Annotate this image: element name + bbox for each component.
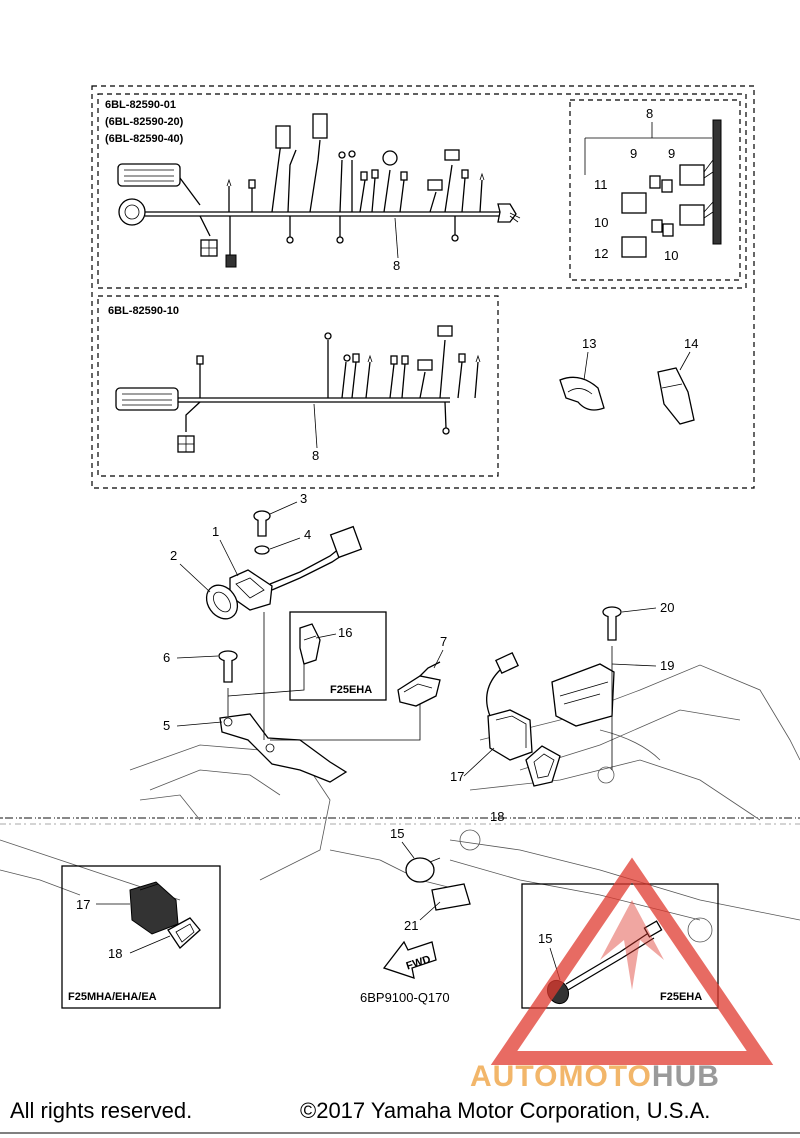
connector-detail: 8 9 9 11 10 12 10 bbox=[584, 106, 722, 263]
washer-4 bbox=[254, 545, 270, 555]
watermark-logo bbox=[490, 857, 774, 1065]
callout-8-c: 8 bbox=[646, 106, 653, 121]
seal-18 bbox=[525, 745, 561, 787]
callout-9-b: 9 bbox=[668, 146, 675, 161]
watermark-part-1: AUTOMOTO bbox=[470, 1060, 652, 1093]
inset-connector-17 bbox=[129, 881, 179, 935]
harness-b-frame bbox=[97, 295, 499, 477]
wire-harness-a bbox=[117, 113, 521, 268]
grommet-2 bbox=[205, 584, 239, 620]
callout-17-a: 17 bbox=[450, 769, 464, 784]
callout-20: 20 bbox=[660, 600, 674, 615]
bracket-19 bbox=[551, 663, 615, 727]
callout-10-a: 10 bbox=[594, 215, 608, 230]
callout-19: 19 bbox=[660, 658, 674, 673]
harness-b-label: 6BL-82590-10 bbox=[108, 305, 179, 317]
callout-15-b: 15 bbox=[538, 931, 552, 946]
clip-16 bbox=[299, 623, 321, 665]
variant-f25eha-clip: F25EHA bbox=[330, 684, 372, 696]
callout-14: 14 bbox=[684, 336, 698, 351]
engine-background-sketch bbox=[0, 664, 800, 943]
callout-18-b: 18 bbox=[108, 946, 122, 961]
plug-15 bbox=[405, 857, 441, 883]
connector-1 bbox=[229, 525, 363, 611]
callout-1: 1 bbox=[212, 524, 219, 539]
f25eha-clip-box bbox=[289, 611, 387, 701]
bolt-20 bbox=[602, 606, 622, 641]
callout-10-b: 10 bbox=[664, 248, 678, 263]
watermark-triangle-icon bbox=[490, 857, 774, 1065]
harness-a-label-3: (6BL-82590-40) bbox=[105, 133, 184, 145]
callout-9-a: 9 bbox=[630, 146, 637, 161]
harness-a-label-2: (6BL-82590-20) bbox=[105, 116, 184, 128]
callout-17-b: 17 bbox=[76, 897, 90, 912]
holder-7 bbox=[397, 661, 441, 707]
harness-a-label-1: 6BL-82590-01 bbox=[105, 99, 176, 111]
copyright-text: ©2017 Yamaha Motor Corporation, U.S.A. bbox=[300, 1098, 710, 1123]
callout-18-a: 18 bbox=[490, 809, 504, 824]
bolt-6 bbox=[218, 650, 238, 683]
rights-text: All rights reserved. bbox=[10, 1098, 192, 1123]
callout-21: 21 bbox=[404, 918, 418, 933]
callout-12: 12 bbox=[594, 246, 608, 261]
connector-17 bbox=[486, 651, 533, 761]
callout-16: 16 bbox=[338, 625, 352, 640]
callout-11: 11 bbox=[594, 177, 608, 192]
callout-6: 6 bbox=[163, 650, 170, 665]
watermark-part-2: HUB bbox=[652, 1060, 720, 1093]
callout-13: 13 bbox=[582, 336, 596, 351]
watermark-text: AUTOMOTOHUB bbox=[470, 1060, 720, 1093]
inset-17-18-box bbox=[61, 865, 221, 1009]
callout-8-a: 8 bbox=[393, 258, 400, 273]
label-21 bbox=[431, 883, 471, 911]
callout-7: 7 bbox=[440, 634, 447, 649]
connector-detail-frame bbox=[569, 99, 741, 281]
callout-4: 4 bbox=[304, 527, 311, 542]
inset-seal-18 bbox=[167, 917, 201, 949]
callout-2: 2 bbox=[170, 548, 177, 563]
fwd-arrow: FWD bbox=[382, 940, 437, 979]
variant-f25mha-eha-ea: F25MHA/EHA/EA bbox=[68, 991, 157, 1003]
callout-5: 5 bbox=[163, 718, 170, 733]
clamp-13 bbox=[559, 376, 605, 411]
wire-harness-b bbox=[115, 325, 481, 453]
callout-3: 3 bbox=[300, 491, 307, 506]
outer-dashed-frame bbox=[91, 85, 755, 489]
variant-f25eha-inset: F25EHA bbox=[660, 991, 702, 1003]
screw-3 bbox=[253, 510, 271, 537]
callout-15-a: 15 bbox=[390, 826, 404, 841]
callout-8-b: 8 bbox=[312, 448, 319, 463]
bracket-5 bbox=[219, 713, 348, 783]
drawing-code: 6BP9100-Q170 bbox=[360, 990, 450, 1005]
harness-a-frame bbox=[97, 93, 747, 289]
clamp-14 bbox=[657, 367, 695, 425]
